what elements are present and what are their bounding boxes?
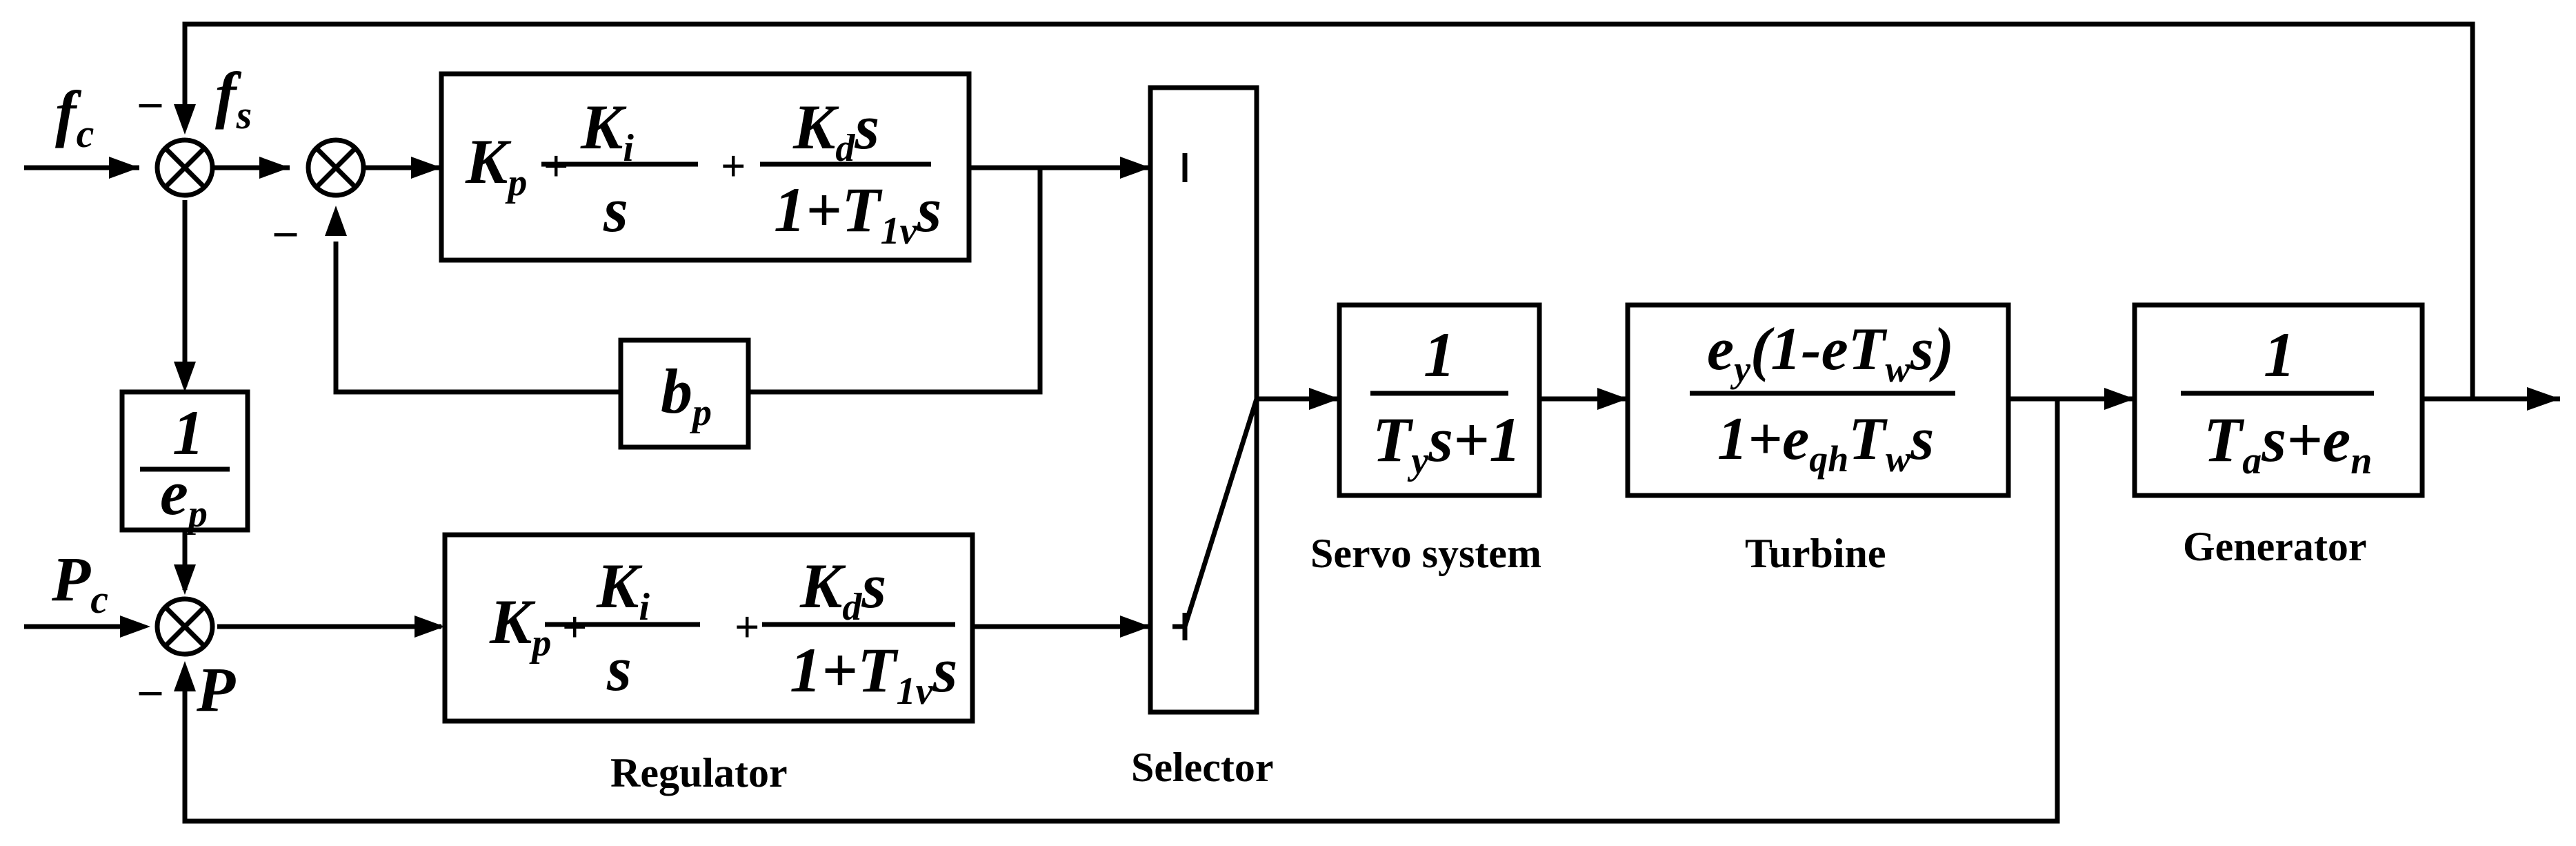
arrowhead — [1597, 388, 1628, 410]
power-feedback-line — [182, 399, 2060, 824]
turbine-denominator: 1+eqhTws — [1717, 406, 1934, 480]
denom-term: 1+T1vs — [774, 175, 941, 253]
arrowhead — [1120, 616, 1150, 638]
bp-text: bp — [661, 356, 712, 434]
arrowhead — [2104, 388, 2135, 410]
ki-term: Ki — [580, 92, 634, 170]
kd-term: Kds — [799, 551, 886, 629]
generator-block — [2132, 302, 2425, 498]
arrowhead — [325, 206, 347, 236]
bp-block — [618, 337, 751, 450]
pc-label: Pc — [51, 544, 108, 622]
arrowhead — [174, 661, 196, 691]
arrowhead — [1309, 388, 1339, 410]
summing-junction-3 — [154, 596, 215, 657]
turbine-block — [1625, 302, 2011, 498]
plus-sign: + — [543, 141, 568, 190]
arrowhead — [2527, 387, 2560, 411]
kd-term: Kds — [792, 92, 879, 170]
plus-sign: + — [735, 602, 759, 651]
fc-label: fc — [55, 78, 94, 156]
pid-formula-power: Kp + Ki s + Kds 1+T1vs — [489, 551, 957, 713]
servo-denominator: Tys+1 — [1372, 404, 1521, 482]
selector-label: Selector — [1131, 745, 1274, 790]
frequency-feedback-line — [182, 21, 2475, 399]
ki-term: Ki — [596, 551, 650, 629]
fs-label: fs — [215, 59, 252, 137]
plus-sign: + — [562, 602, 587, 651]
servo-numerator: 1 — [1424, 319, 1455, 390]
kp-term: Kp — [465, 126, 527, 204]
p-label: P — [196, 654, 236, 725]
fraction-bars — [140, 161, 2374, 627]
kp-term: Kp — [489, 587, 551, 665]
arrowhead — [174, 362, 196, 392]
servo-system-label: Servo system — [1310, 531, 1541, 576]
minus-sign-p: – — [139, 665, 162, 714]
summing-junction-1 — [154, 137, 215, 198]
turbine-numerator: ey(1-eTws) — [1707, 316, 1954, 390]
minus-sign-fs: – — [139, 77, 162, 126]
selector-switch — [1172, 153, 1259, 640]
ep-denominator: ep — [160, 458, 208, 535]
arrowhead — [174, 104, 196, 135]
bp-to-sum2-line — [333, 242, 621, 395]
s-term: s — [606, 633, 632, 704]
generator-label: Generator — [2183, 524, 2367, 569]
arrowhead — [1120, 157, 1150, 179]
summing-junction-2 — [306, 137, 366, 198]
arrowhead — [120, 616, 150, 638]
regulator-label: Regulator — [610, 750, 788, 796]
generator-numerator: 1 — [2264, 319, 2295, 390]
ep-block — [119, 389, 250, 533]
plus-sign: + — [721, 141, 746, 190]
pid-formula-frequency: Kp + Ki s + Kds 1+T1vs — [465, 92, 941, 253]
minus-sign-bp: – — [274, 206, 297, 255]
arrowhead — [415, 616, 445, 638]
servo-block — [1337, 302, 1542, 498]
arrowhead — [411, 157, 441, 179]
connections — [24, 21, 2560, 824]
generator-denominator: Tas+en — [2204, 404, 2372, 482]
arrowhead — [174, 564, 196, 595]
turbine-label: Turbine — [1745, 531, 1886, 576]
arrowhead — [109, 157, 139, 179]
bp-feedback-line — [748, 168, 1043, 395]
selector-block — [1148, 85, 1259, 715]
s-term: s — [603, 175, 628, 245]
denom-term: 1+T1vs — [790, 635, 957, 713]
arrowhead — [259, 157, 290, 179]
pid-block-frequency — [439, 71, 972, 263]
ep-numerator: 1 — [172, 397, 204, 468]
pid-block-power — [442, 532, 975, 724]
